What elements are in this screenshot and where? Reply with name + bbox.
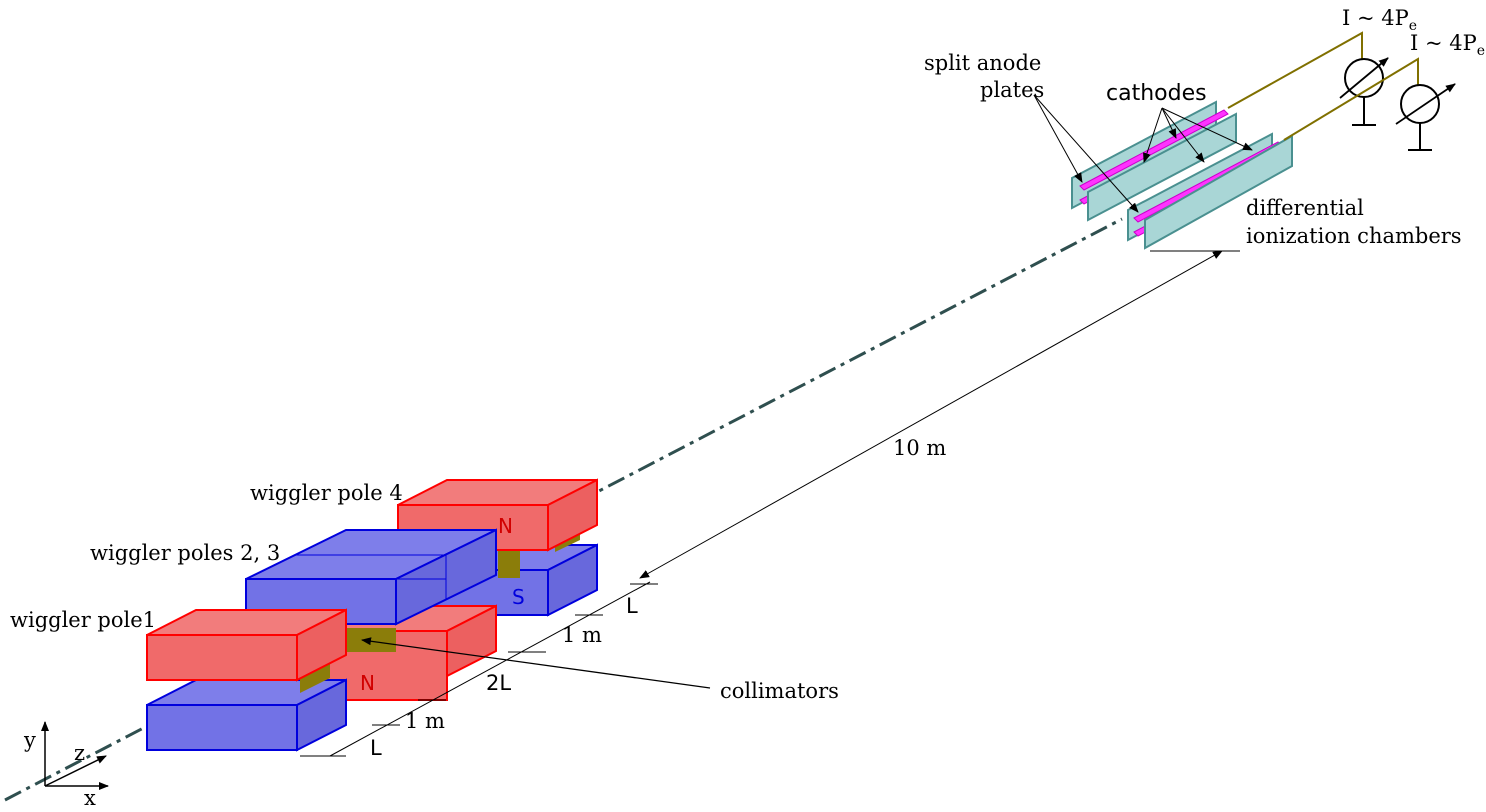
- label-split-anode-1: split anode: [924, 51, 1041, 75]
- coordinate-axes: y x z: [23, 721, 109, 810]
- axis-y-label: y: [23, 728, 36, 752]
- pole-n-label-lower: N: [360, 671, 375, 695]
- dim-1m-top: 1 m: [562, 623, 602, 647]
- wiggler-pole-1-lower: [146, 678, 347, 752]
- dimension-lines: L 1 m 2L 1 m L: [300, 581, 658, 760]
- label-wiggler-pole1: wiggler pole1: [10, 608, 156, 632]
- label-ionization-chambers: ionization chambers: [1246, 224, 1462, 248]
- collimator-lower: [346, 628, 396, 652]
- label-wiggler-poles-2-3: wiggler poles 2, 3: [90, 541, 280, 565]
- axis-z-label: z: [74, 741, 85, 765]
- ionization-chamber-2: [1127, 132, 1293, 250]
- collimator-upper: [498, 548, 520, 578]
- label-cathodes: cathodes: [1106, 81, 1207, 106]
- current-circuit-2: [1283, 57, 1456, 151]
- dim-l-bottom: L: [370, 736, 382, 760]
- wiggler-pole-1: [146, 608, 347, 682]
- dim-1m-bottom: 1 m: [405, 709, 445, 733]
- pole-n-label-upper: N: [498, 514, 513, 538]
- dim-2l: 2L: [486, 671, 511, 695]
- label-collimators: collimators: [720, 679, 839, 703]
- dim-l-top: L: [626, 594, 638, 618]
- label-split-anode-2: plates: [980, 78, 1044, 102]
- pole-s-label: S: [512, 585, 525, 609]
- axis-x-label: x: [84, 786, 96, 810]
- cathode-arrows: [1143, 107, 1253, 163]
- current-circuit-1: [1227, 31, 1389, 126]
- label-current-2: I ~ 4Pe: [1410, 31, 1485, 59]
- label-differential: differential: [1246, 196, 1364, 220]
- distance-10m-line: [639, 250, 1223, 579]
- label-distance-10m: 10 m: [893, 436, 946, 460]
- label-wiggler-pole-4: wiggler pole 4: [250, 481, 403, 505]
- label-current-1: I ~ 4Pe: [1342, 6, 1417, 34]
